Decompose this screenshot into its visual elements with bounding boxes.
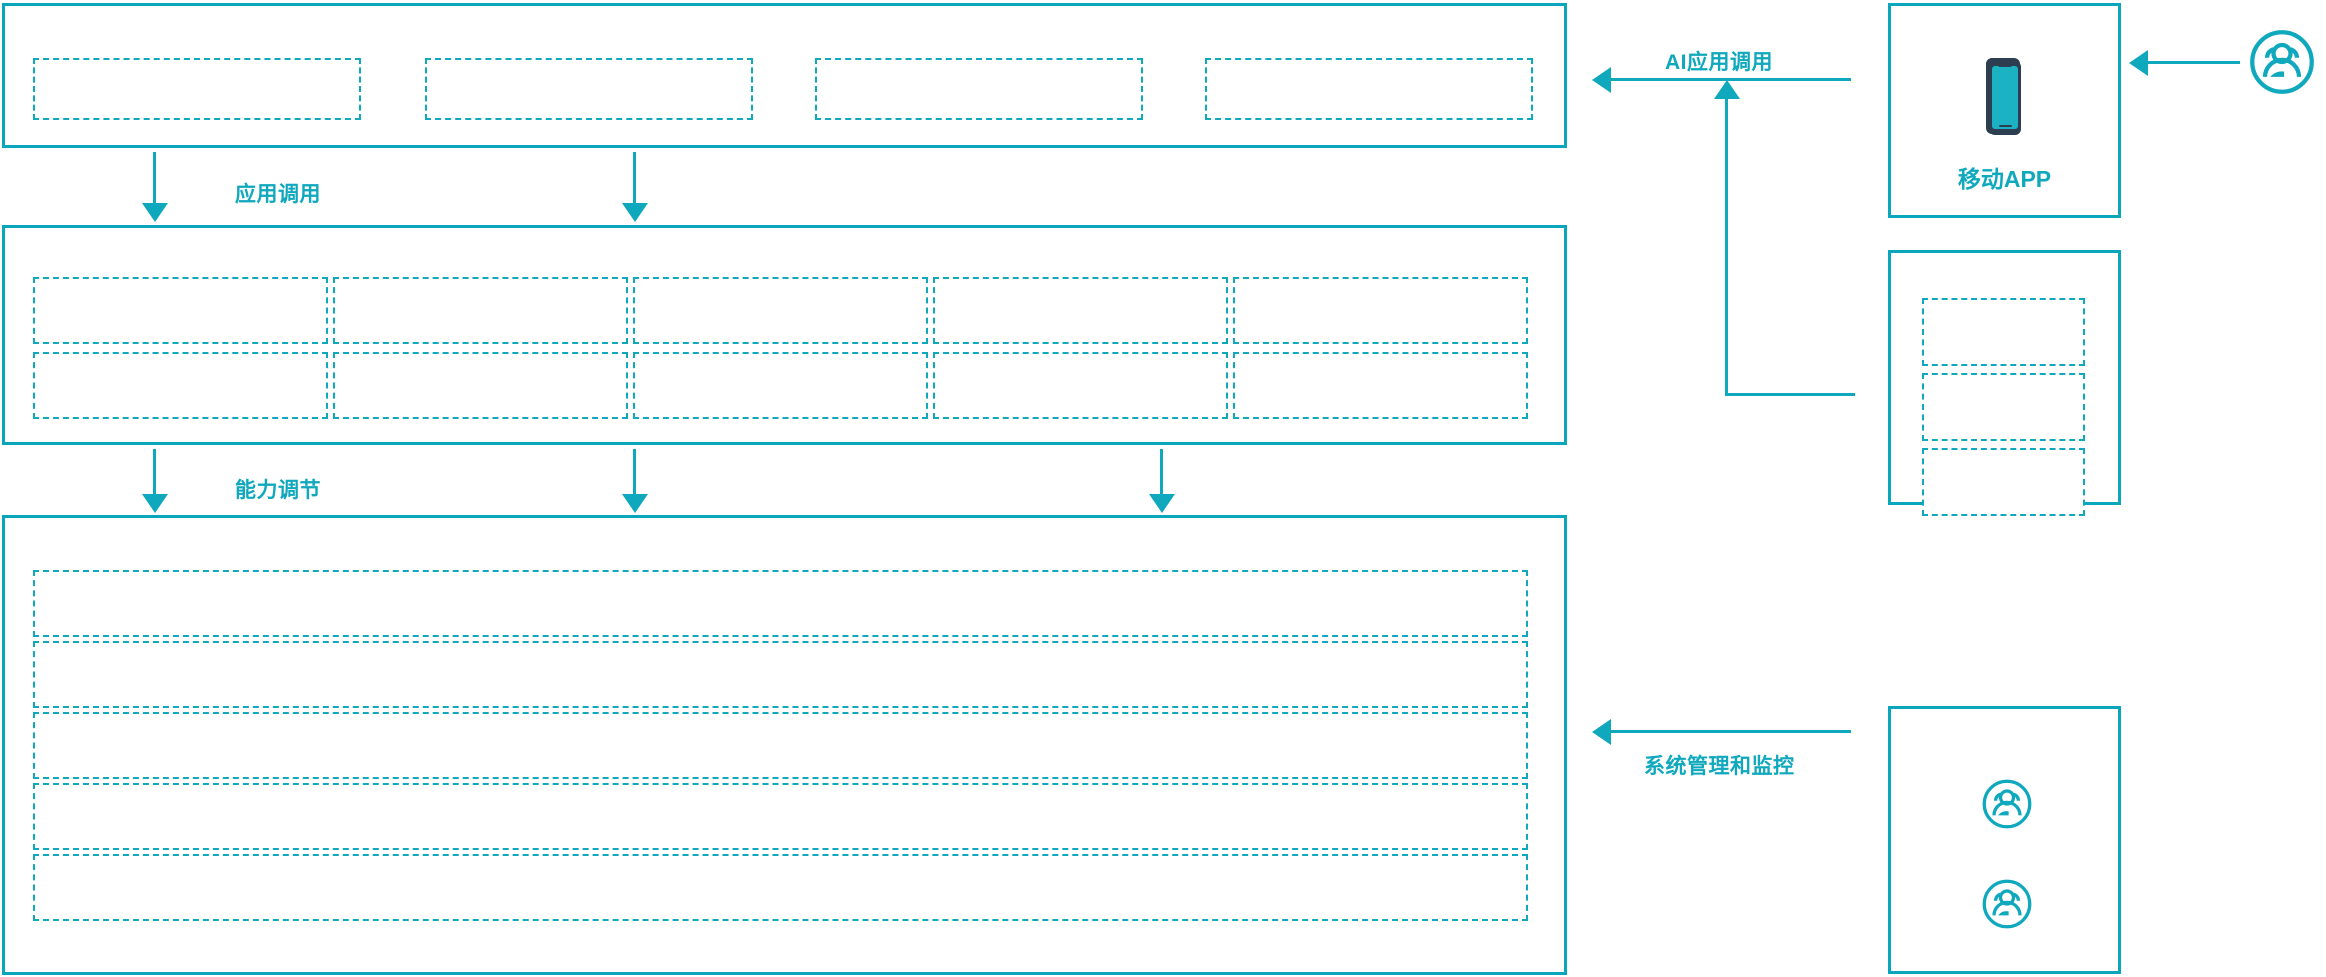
app-invoke-arrow-2	[622, 203, 648, 222]
system-manage-monitor-line	[1611, 730, 1851, 733]
capability-box-r2c4[interactable]	[933, 352, 1228, 419]
mobile-app-caption: 移动APP	[1957, 166, 2052, 192]
infrastructure-row-4[interactable]	[33, 783, 1528, 850]
capability-adjust-connector-line-1	[153, 449, 156, 497]
capability-box-r1c4[interactable]	[933, 277, 1228, 344]
capability-adjust-arrow-3	[1149, 494, 1175, 513]
capability-box-r2c3[interactable]	[633, 352, 928, 419]
end-user-to-mobile-arrow	[2129, 50, 2148, 76]
ai-app-invoke-arrow	[1592, 67, 1611, 93]
application-layer-box-1[interactable]	[33, 58, 361, 120]
infrastructure-row-1[interactable]	[33, 570, 1528, 637]
capability-adjust-arrow-2	[622, 494, 648, 513]
service-list-box-2[interactable]	[1922, 373, 2085, 441]
service-list-connector-arrow	[1714, 80, 1740, 99]
application-layer-box-3[interactable]	[815, 58, 1143, 120]
application-layer-box-4[interactable]	[1205, 58, 1533, 120]
capability-box-r2c2[interactable]	[333, 352, 628, 419]
service-list-box-3[interactable]	[1922, 448, 2085, 516]
capability-adjust-arrow-1	[142, 494, 168, 513]
application-layer-box-2[interactable]	[425, 58, 753, 120]
capability-box-r1c2[interactable]	[333, 277, 628, 344]
capability-adjust-label: 能力调节	[235, 479, 321, 502]
system-manage-monitor-arrow	[1592, 719, 1611, 745]
smartphone-icon	[1983, 56, 2025, 138]
ai-app-invoke-line	[1611, 78, 1851, 81]
operations-users-panel[interactable]	[1888, 706, 2121, 974]
infrastructure-row-2[interactable]	[33, 641, 1528, 708]
operations-users-group-icon-2	[1981, 878, 2033, 930]
service-list-connector-vline	[1725, 97, 1728, 396]
capability-adjust-connector-line-3	[1160, 449, 1163, 497]
app-invoke-label: 应用调用	[235, 183, 321, 206]
capability-box-r1c3[interactable]	[633, 277, 928, 344]
service-list-box-1[interactable]	[1922, 298, 2085, 366]
app-invoke-connector-line-1	[153, 152, 156, 206]
operations-users-group-icon-1	[1981, 778, 2033, 830]
infrastructure-row-3[interactable]	[33, 712, 1528, 779]
system-manage-monitor-label: 系统管理和监控	[1644, 755, 1795, 778]
ai-app-invoke-label: AI应用调用	[1665, 51, 1773, 74]
capability-box-r1c1[interactable]	[33, 277, 328, 344]
end-user-users-group-icon	[2248, 28, 2316, 96]
end-user-to-mobile-line	[2148, 61, 2240, 64]
app-invoke-connector-line-2	[633, 152, 636, 206]
capability-box-r1c5[interactable]	[1233, 277, 1528, 344]
app-invoke-arrow-1	[142, 203, 168, 222]
capability-box-r2c5[interactable]	[1233, 352, 1528, 419]
infrastructure-row-5[interactable]	[33, 854, 1528, 921]
capability-box-r2c1[interactable]	[33, 352, 328, 419]
capability-adjust-connector-line-2	[633, 449, 636, 497]
service-list-connector-hline	[1725, 393, 1855, 396]
